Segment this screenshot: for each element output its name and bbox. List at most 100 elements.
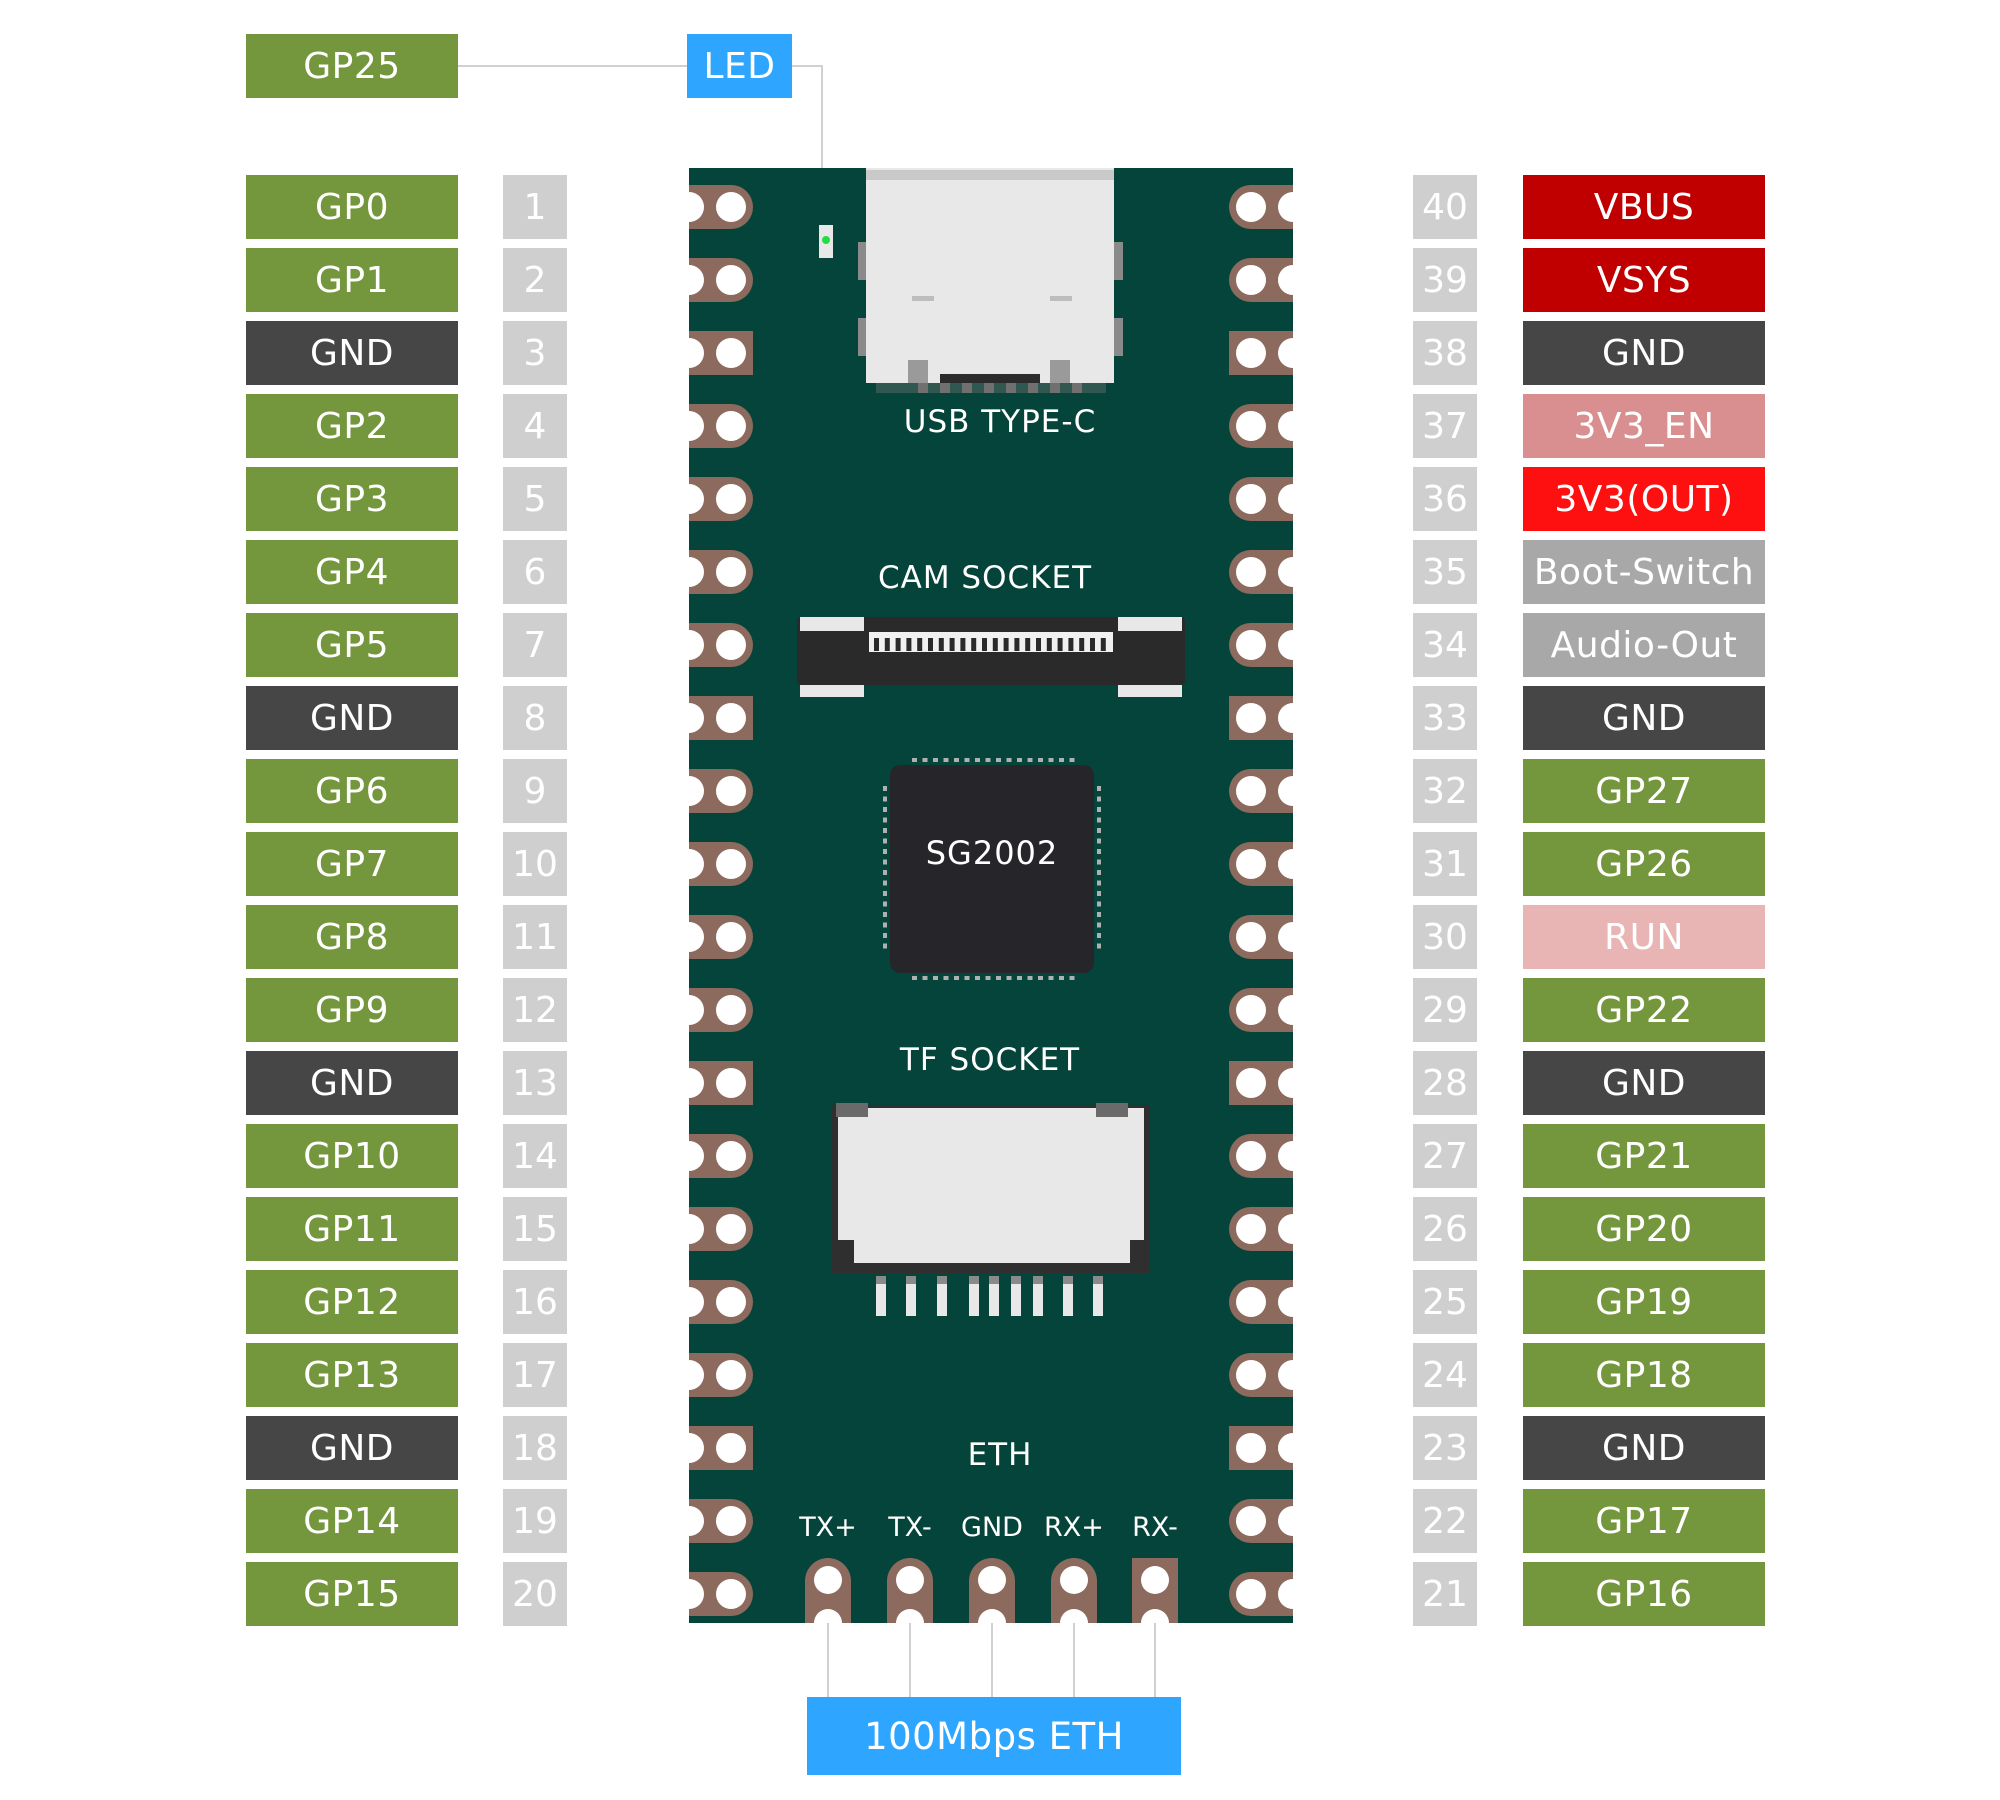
castellated-pad-left	[689, 1426, 753, 1470]
pin-label-gp22: GP22	[1523, 978, 1765, 1042]
pin-number: 9	[503, 759, 567, 823]
pin-label-gp19: GP19	[1523, 1270, 1765, 1334]
castellated-pad-right	[1229, 1134, 1293, 1178]
pin-label-gnd: GND	[246, 1051, 458, 1115]
castellated-pad-left	[689, 696, 753, 740]
castellated-pad-right	[1229, 988, 1293, 1032]
pin-label-gp7: GP7	[246, 832, 458, 896]
castellated-pad-left	[689, 842, 753, 886]
pin-number: 32	[1413, 759, 1477, 823]
castellated-pad-right	[1229, 769, 1293, 813]
pin-number: 30	[1413, 905, 1477, 969]
pin-label-gp2: GP2	[246, 394, 458, 458]
castellated-pad-right	[1229, 477, 1293, 521]
castellated-pad-left	[689, 404, 753, 448]
pin-number: 15	[503, 1197, 567, 1261]
castellated-pad-right	[1229, 915, 1293, 959]
castellated-pad-right	[1229, 1207, 1293, 1251]
pin-number: 2	[503, 248, 567, 312]
castellated-pad-left	[689, 1280, 753, 1324]
pin-number: 23	[1413, 1416, 1477, 1480]
pin-label-3v3-en: 3V3_EN	[1523, 394, 1765, 458]
usb-type-c-label: USB TYPE-C	[903, 404, 1097, 440]
pin-label-gp14: GP14	[246, 1489, 458, 1553]
pin-number: 1	[503, 175, 567, 239]
led-light	[822, 236, 830, 244]
pin-label-gp4: GP4	[246, 540, 458, 604]
pin-number: 37	[1413, 394, 1477, 458]
pin-label-gp6: GP6	[246, 759, 458, 823]
castellated-pad-left	[689, 769, 753, 813]
pin-label-gp5: GP5	[246, 613, 458, 677]
pin-number: 33	[1413, 686, 1477, 750]
castellated-pad-left	[689, 550, 753, 594]
pin-number: 21	[1413, 1562, 1477, 1626]
pin-number: 18	[503, 1416, 567, 1480]
pin-number: 24	[1413, 1343, 1477, 1407]
pin-label-gp11: GP11	[246, 1197, 458, 1261]
pin-number: 12	[503, 978, 567, 1042]
pin-number: 27	[1413, 1124, 1477, 1188]
eth-pin-label: RX-	[1132, 1512, 1178, 1543]
castellated-pad-left	[689, 1572, 753, 1616]
pin-number: 13	[503, 1051, 567, 1115]
castellated-pad-left	[689, 258, 753, 302]
castellated-pad-left	[689, 623, 753, 667]
pin-label-gp12: GP12	[246, 1270, 458, 1334]
tf-socket-connector	[832, 1103, 1150, 1316]
pin-number: 26	[1413, 1197, 1477, 1261]
castellated-pad-left	[689, 1061, 753, 1105]
pin-label-gnd: GND	[1523, 321, 1765, 385]
pin-label-boot-switch: Boot-Switch	[1523, 540, 1765, 604]
pin-label-run: RUN	[1523, 905, 1765, 969]
pin-label-gp0: GP0	[246, 175, 458, 239]
pin-number: 14	[503, 1124, 567, 1188]
eth-pin-label: GND	[961, 1512, 1023, 1543]
pin-number: 28	[1413, 1051, 1477, 1115]
castellated-pad-right	[1229, 550, 1293, 594]
pin-number: 10	[503, 832, 567, 896]
pin-label-vsys: VSYS	[1523, 248, 1765, 312]
castellated-pad-right	[1229, 404, 1293, 448]
eth-label: ETH	[967, 1437, 1033, 1473]
pin-number: 22	[1413, 1489, 1477, 1553]
castellated-pad-left	[689, 1134, 753, 1178]
pin-label-gp21: GP21	[1523, 1124, 1765, 1188]
castellated-pad-left	[689, 1499, 753, 1543]
eth-100mbps-label: 100Mbps ETH	[807, 1697, 1181, 1775]
pin-label-gp17: GP17	[1523, 1489, 1765, 1553]
pin-label-vbus: VBUS	[1523, 175, 1765, 239]
pin-label-gp9: GP9	[246, 978, 458, 1042]
eth-pad	[887, 1558, 933, 1623]
castellated-pad-right	[1229, 1353, 1293, 1397]
castellated-pad-left	[689, 915, 753, 959]
pin-label-gnd: GND	[1523, 1416, 1765, 1480]
pin-label-gp15: GP15	[246, 1562, 458, 1626]
pin-number: 29	[1413, 978, 1477, 1042]
pin-number: 36	[1413, 467, 1477, 531]
castellated-pad-right	[1229, 185, 1293, 229]
pin-number: 3	[503, 321, 567, 385]
sg2002-chip	[883, 758, 1101, 980]
pin-label-gp10: GP10	[246, 1124, 458, 1188]
castellated-pad-left	[689, 1353, 753, 1397]
eth-pin-label: TX-	[888, 1512, 932, 1543]
castellated-pad-right	[1229, 331, 1293, 375]
pin-label-gp16: GP16	[1523, 1562, 1765, 1626]
pin-label-gnd: GND	[1523, 1051, 1765, 1115]
pin-number: 17	[503, 1343, 567, 1407]
pin-label-3v3-out-: 3V3(OUT)	[1523, 467, 1765, 531]
cam-socket-label: CAM SOCKET	[877, 560, 1093, 596]
pin-number: 7	[503, 613, 567, 677]
pin-number: 5	[503, 467, 567, 531]
led-label: LED	[687, 34, 792, 98]
pin-label-gp13: GP13	[246, 1343, 458, 1407]
castellated-pad-right	[1229, 1280, 1293, 1324]
pin-number: 38	[1413, 321, 1477, 385]
pin-label-audio-out: Audio-Out	[1523, 613, 1765, 677]
eth-pad	[969, 1558, 1015, 1623]
pin-label-gnd: GND	[246, 1416, 458, 1480]
pin-label-gp8: GP8	[246, 905, 458, 969]
castellated-pad-right	[1229, 1426, 1293, 1470]
pin-label-gnd: GND	[246, 321, 458, 385]
